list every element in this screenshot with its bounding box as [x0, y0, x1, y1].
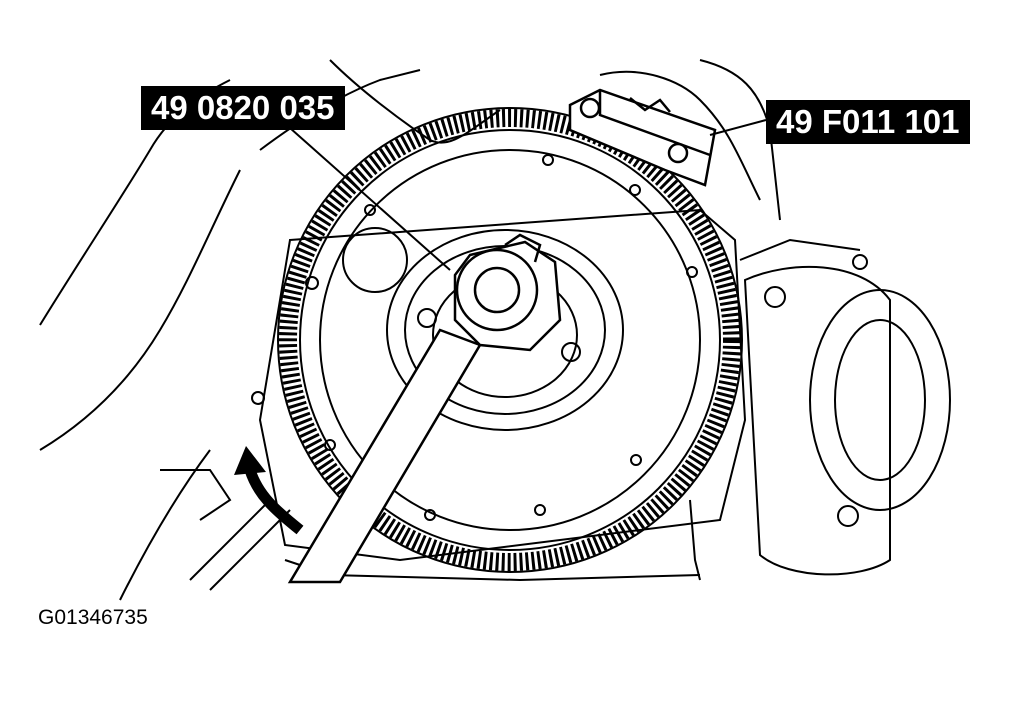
engine-contour [39, 169, 241, 451]
ring-gear-outer [277, 107, 743, 573]
flywheel-hole [534, 504, 546, 516]
ring-gear-root [299, 129, 721, 551]
leader-line-tool-b [709, 119, 767, 136]
engine-contour [599, 70, 761, 201]
engine-contour [689, 499, 701, 581]
side-cover-bolt-hole [837, 505, 859, 527]
flywheel-hole [324, 439, 336, 451]
rotation-direction-arrow [244, 468, 304, 535]
flywheel-hole [630, 454, 642, 466]
side-cover-bore [809, 289, 951, 511]
housing-plate [258, 208, 747, 562]
side-cover [743, 265, 891, 576]
flywheel-hole [424, 509, 436, 521]
flywheel-hole [364, 204, 376, 216]
flywheel-face [319, 149, 701, 531]
engine-contour [119, 449, 211, 601]
flywheel-hole [542, 154, 554, 166]
hub-bolt [417, 308, 437, 328]
holding-wrench [287, 233, 562, 584]
tool-callout-stopper: 49 F011 101 [766, 100, 970, 144]
engine-contour [739, 238, 861, 261]
engine-contour [189, 499, 291, 591]
housing-hole [342, 227, 408, 293]
ring-gear-teeth [279, 109, 741, 571]
housing-hole [305, 276, 319, 290]
hub-bolt [561, 342, 581, 362]
engine-contour [329, 59, 501, 144]
figure-id-label: G01346735 [38, 606, 148, 629]
side-cover-bolt-hole [764, 286, 786, 308]
housing-hole [251, 391, 265, 405]
flywheel-hole [629, 184, 641, 196]
tool-callout-holder: 49 0820 035 [141, 86, 345, 130]
engine-contour [160, 469, 232, 521]
hub-outer [386, 229, 624, 431]
flywheel-hole [686, 266, 698, 278]
rotation-arrowhead [234, 446, 266, 475]
side-cover-bore-inner [834, 319, 926, 481]
ring-gear-stopper [568, 88, 717, 187]
side-cover-bolt-hole [852, 254, 868, 270]
leader-line-tool-a [289, 127, 451, 271]
